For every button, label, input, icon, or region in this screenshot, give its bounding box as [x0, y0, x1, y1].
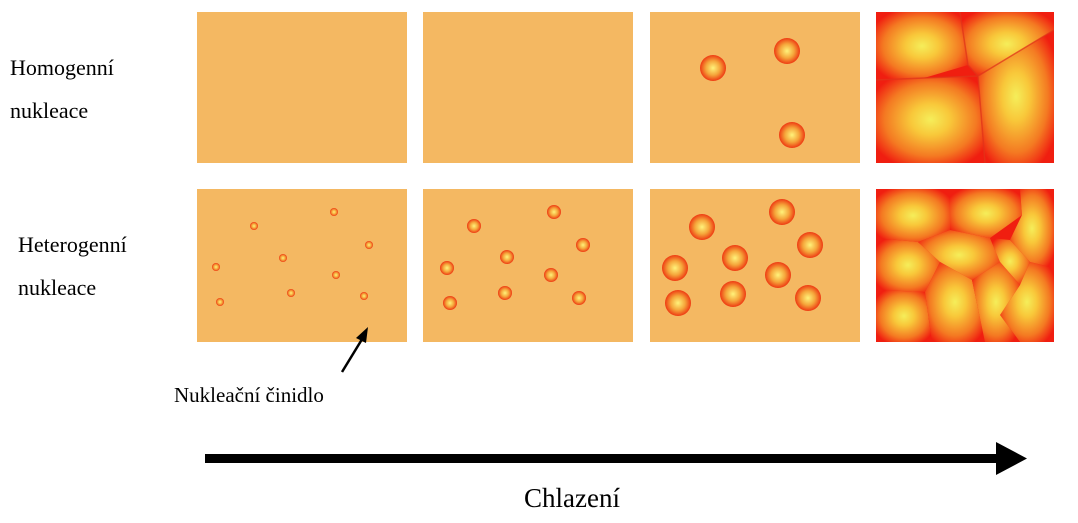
nucleus	[700, 55, 726, 81]
nucleus	[795, 285, 821, 311]
grain	[925, 262, 985, 342]
nucleus	[287, 289, 295, 297]
nucleus	[279, 254, 287, 262]
panel-heterogeneous-4-grains	[876, 189, 1054, 342]
row-label-line: nukleace	[10, 98, 89, 123]
grain	[1010, 189, 1054, 268]
row-label-heterogeneous: Heterogenní nukleace	[18, 223, 127, 309]
panel-heterogeneous-3-nuclei	[662, 199, 823, 316]
nucleus	[544, 268, 558, 282]
nucleus	[779, 122, 805, 148]
nucleus	[360, 292, 368, 300]
grain	[876, 76, 985, 163]
nucleus	[665, 290, 691, 316]
nucleus	[547, 205, 561, 219]
nucleus	[250, 222, 258, 230]
nucleus	[467, 219, 481, 233]
nucleus	[212, 263, 220, 271]
nucleus	[722, 245, 748, 271]
grain	[978, 30, 1054, 163]
panel-heterogeneous-1-nuclei	[212, 208, 373, 306]
nucleus	[720, 281, 746, 307]
nucleus	[797, 232, 823, 258]
nucleus	[498, 286, 512, 300]
nucleus	[576, 238, 590, 252]
nucleus	[774, 38, 800, 64]
grain	[876, 12, 968, 80]
nucleus	[443, 296, 457, 310]
cooling-arrow	[205, 442, 1027, 475]
grain	[960, 12, 1054, 76]
row-label-homogeneous: Homogenní nukleace	[10, 46, 114, 132]
nucleus	[769, 199, 795, 225]
grain	[1000, 262, 1054, 342]
grain	[876, 238, 940, 292]
row-label-line: nukleace	[18, 275, 97, 300]
nucleus	[572, 291, 586, 305]
grain	[918, 230, 1000, 280]
row-label-line: Heterogenní	[18, 232, 127, 257]
cooling-label: Chlazení	[524, 483, 620, 513]
panel-heterogeneous-1	[197, 189, 407, 342]
nucleating-agent-arrow	[340, 327, 368, 373]
nucleus	[765, 262, 791, 288]
panel-homogeneous-1	[197, 12, 407, 163]
nucleus	[330, 208, 338, 216]
panel-homogeneous-2	[423, 12, 633, 163]
nucleus	[440, 261, 454, 275]
panel-heterogeneous-2-nuclei	[440, 205, 590, 310]
nucleus	[332, 271, 340, 279]
nucleus	[500, 250, 514, 264]
grain	[972, 262, 1020, 342]
nucleus	[662, 255, 688, 281]
grain	[876, 290, 932, 342]
nucleating-agent-label: Nukleační činidlo	[174, 383, 324, 407]
nucleus	[365, 241, 373, 249]
panel-homogeneous-4-grains	[876, 12, 1054, 163]
nucleus	[216, 298, 224, 306]
grain	[876, 189, 950, 242]
row-label-line: Homogenní	[10, 55, 114, 80]
grain	[950, 189, 1022, 238]
nucleus	[689, 214, 715, 240]
panel-homogeneous-3	[650, 12, 860, 163]
panel-heterogeneous-2	[423, 189, 633, 342]
panel-homogeneous-3-nuclei	[700, 38, 805, 148]
grain	[990, 238, 1030, 285]
